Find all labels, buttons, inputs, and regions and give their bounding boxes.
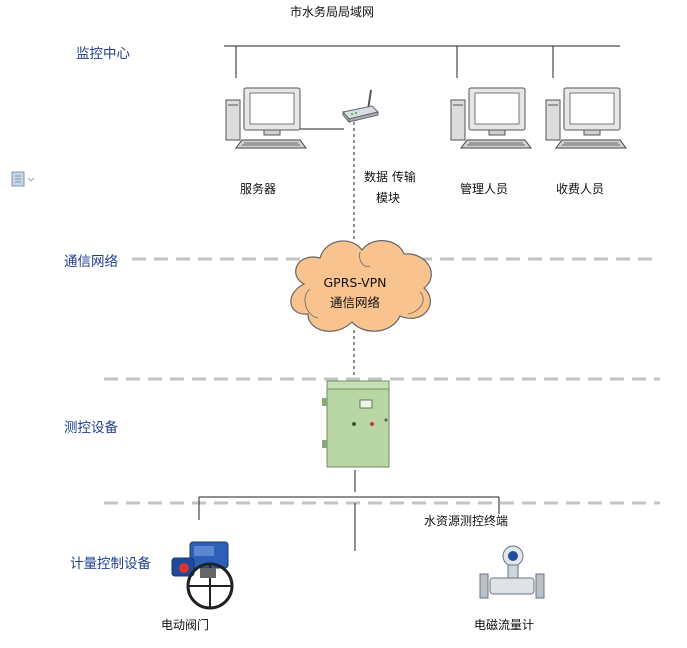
field-bus (198, 470, 500, 551)
diagram-title: 市水务局局域网 (290, 5, 375, 19)
electric-valve-label: 电动阀门 (161, 618, 210, 632)
manager-computer-icon (450, 87, 532, 149)
cloud-label-line2: 通信网络 (329, 295, 380, 310)
flow-meter-icon (479, 545, 545, 599)
router-icon (342, 89, 379, 124)
toll-computer-icon (545, 87, 627, 149)
flow-meter-label: 电磁流量计 (474, 618, 535, 632)
server-computer-icon (225, 87, 307, 149)
toll-collector-label: 收费人员 (556, 182, 605, 196)
lan-backbone (224, 45, 620, 130)
transfer-module-label-line1: 数据 传输 (364, 170, 416, 184)
gprs-vpn-cloud-icon (290, 240, 432, 332)
cloud-label-line1: GPRS-VPN (323, 275, 387, 290)
server-label: 服务器 (240, 182, 277, 196)
electric-valve-icon (171, 541, 234, 610)
document-icon (11, 171, 35, 187)
transfer-module-label-line2: 模块 (376, 191, 401, 205)
section-label-monitoring-center: 监控中心 (76, 46, 130, 62)
manager-label: 管理人员 (460, 182, 509, 196)
control-cabinet-icon (322, 380, 390, 468)
terminal-label: 水资源测控终端 (424, 514, 509, 528)
section-label-communication-network: 通信网络 (64, 254, 118, 270)
section-label-measurement-control-device: 测控设备 (64, 420, 118, 436)
section-label-metering-control-device: 计量控制设备 (70, 556, 151, 572)
